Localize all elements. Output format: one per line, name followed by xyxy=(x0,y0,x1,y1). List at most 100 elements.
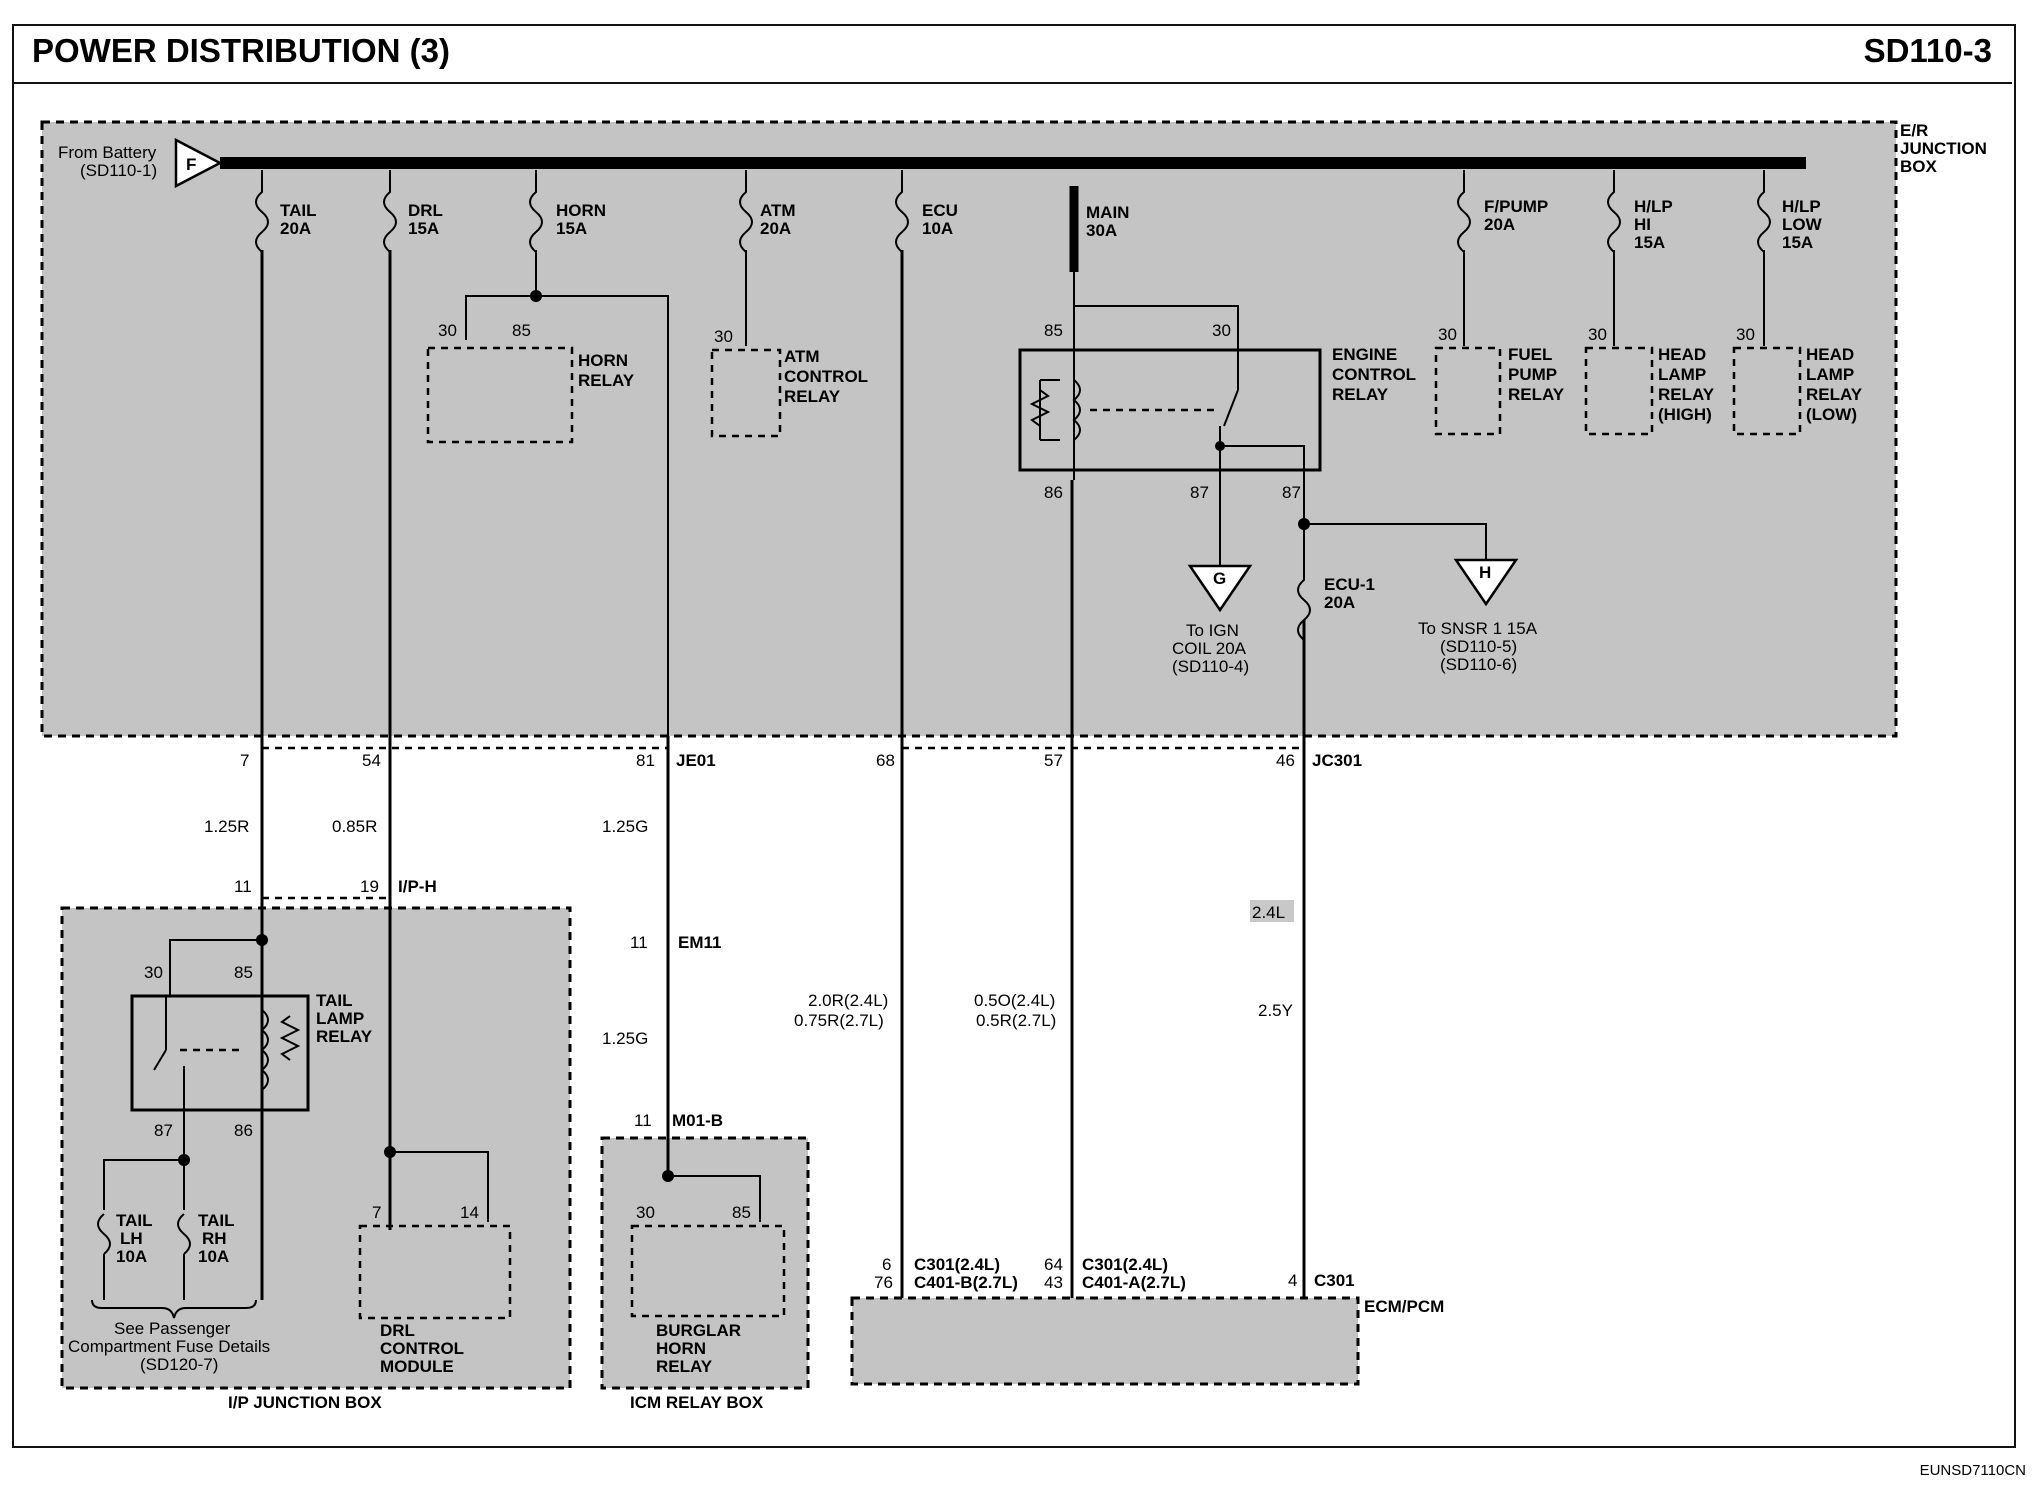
svg-text:CONTROL: CONTROL xyxy=(1332,365,1416,384)
wire-spec-ecu1: 2.5Y xyxy=(1258,1001,1293,1020)
fuse-hlp-low-icon xyxy=(1757,170,1771,253)
ecm-pin64: 64 xyxy=(1044,1255,1063,1274)
wire-spec-main-27: 0.5R(2.7L) xyxy=(976,1011,1056,1030)
svg-text:(SD110-5): (SD110-5) xyxy=(1440,637,1517,656)
fpump-relay-pin30: 30 xyxy=(1438,325,1457,344)
svg-text:BOX: BOX xyxy=(1900,157,1938,176)
svg-text:RH: RH xyxy=(202,1229,227,1248)
jc301-name: JC301 xyxy=(1312,751,1362,770)
svg-text:Compartment Fuse Details: Compartment Fuse Details xyxy=(68,1337,270,1356)
page-code: SD110-3 xyxy=(1863,32,1992,69)
svg-text:15A: 15A xyxy=(1634,233,1665,252)
svg-text:LAMP: LAMP xyxy=(316,1009,364,1028)
icm-relay-box-label: ICM RELAY BOX xyxy=(630,1393,764,1412)
ecm-pin6: 6 xyxy=(882,1255,891,1274)
ign-ref-triangle xyxy=(1187,564,1253,613)
svg-text:TAIL: TAIL xyxy=(280,201,317,220)
svg-text:10A: 10A xyxy=(198,1247,229,1266)
svg-text:15A: 15A xyxy=(1782,233,1813,252)
er-junction-box xyxy=(40,120,1898,738)
title-bar: POWER DISTRIBUTION (3) SD110-3 xyxy=(12,24,2012,84)
svg-text:(HIGH): (HIGH) xyxy=(1658,405,1712,424)
atm-relay-pin30: 30 xyxy=(714,327,733,346)
ip-junction-box xyxy=(60,906,572,1390)
ecm-pcm-box xyxy=(850,1296,1360,1386)
ecm-pin43: 43 xyxy=(1044,1273,1063,1292)
svg-text:20A: 20A xyxy=(1484,215,1515,234)
wire-spec-ecu-24: 2.0R(2.4L) xyxy=(808,991,888,1010)
fuse-label-ecu1: ECU-1 20A xyxy=(1324,575,1375,612)
svg-text:TAIL: TAIL xyxy=(198,1211,235,1230)
fuse-ecu-icon xyxy=(895,170,909,253)
horn-relay xyxy=(426,346,574,444)
svg-text:H/LP: H/LP xyxy=(1782,197,1821,216)
er-box-label: E/R JUNCTION BOX xyxy=(1900,121,1987,176)
engine-relay-pin86: 86 xyxy=(1044,483,1063,502)
head-lamp-relay-high xyxy=(1584,346,1654,436)
svg-text:ECU: ECU xyxy=(922,201,958,220)
burglar-relay-pin30: 30 xyxy=(636,1203,655,1222)
svg-text:HEAD: HEAD xyxy=(1658,345,1706,364)
fuse-hlp-hi-icon xyxy=(1607,170,1621,253)
svg-text:HEAD: HEAD xyxy=(1806,345,1854,364)
ign-ref-label: To IGN COIL 20A (SD110-4) xyxy=(1172,621,1249,676)
svg-text:LAMP: LAMP xyxy=(1806,365,1854,384)
svg-text:To IGN: To IGN xyxy=(1186,621,1239,640)
fuel-pump-relay-label: FUEL PUMP RELAY xyxy=(1508,345,1565,404)
je01-name: JE01 xyxy=(676,751,716,770)
snsr-ref-tag: H xyxy=(1479,563,1491,582)
ecm-pin76: 76 xyxy=(874,1273,893,1292)
diagram-frame xyxy=(12,24,2016,1448)
horn-splice xyxy=(530,290,542,302)
wire-spec-main-24: 0.5O(2.4L) xyxy=(974,991,1055,1010)
jc301-pin46: 46 xyxy=(1276,751,1295,770)
fuse-atm-icon xyxy=(739,170,753,253)
fuse-label-hlp-low: H/LP LOW 15A xyxy=(1782,197,1823,252)
ip-junction-box-label: I/P JUNCTION BOX xyxy=(228,1393,382,1412)
svg-text:HORN: HORN xyxy=(556,201,606,220)
tail-relay-pin30: 30 xyxy=(144,963,163,982)
svg-text:RELAY: RELAY xyxy=(316,1027,373,1046)
svg-text:BURGLAR: BURGLAR xyxy=(656,1321,741,1340)
fuse-horn-icon xyxy=(529,170,543,253)
fuel-pump-relay xyxy=(1434,346,1502,436)
ign-ref-tag: G xyxy=(1213,569,1226,588)
engine-relay-switch xyxy=(1215,340,1305,480)
ecm-pcm-label: ECM/PCM xyxy=(1364,1297,1444,1316)
battery-connector-icon xyxy=(174,137,223,189)
fuse-label-tail: TAIL 20A xyxy=(280,201,317,238)
m01b-pin: 11 xyxy=(634,1111,652,1130)
svg-text:RELAY: RELAY xyxy=(578,371,635,390)
svg-text:F/PUMP: F/PUMP xyxy=(1484,197,1548,216)
wire-spec-drl: 0.85R xyxy=(332,817,377,836)
svg-text:20A: 20A xyxy=(280,219,311,238)
svg-text:H/LP: H/LP xyxy=(1634,197,1673,216)
svg-text:ATM: ATM xyxy=(784,347,820,366)
fuse-label-fpump: F/PUMP 20A xyxy=(1484,197,1548,234)
wire-ecu1 xyxy=(1298,480,1487,1298)
svg-text:ATM: ATM xyxy=(760,201,796,220)
svg-text:ENGINE: ENGINE xyxy=(1332,345,1397,364)
svg-text:LH: LH xyxy=(120,1229,143,1248)
fuse-ecu1-icon xyxy=(1297,558,1311,641)
fuse-label-atm: ATM 20A xyxy=(760,201,796,238)
fuse-label-ecu: ECU 10A xyxy=(922,201,958,238)
from-battery-label: From Battery xyxy=(58,143,157,162)
svg-text:HI: HI xyxy=(1634,215,1651,234)
svg-text:20A: 20A xyxy=(760,219,791,238)
tail-fuse-branch xyxy=(91,1110,257,1319)
fuse-row xyxy=(255,170,1771,641)
hlp-hi-relay-pin30: 30 xyxy=(1588,325,1607,344)
svg-text:RELAY: RELAY xyxy=(1332,385,1389,404)
svg-text:JUNCTION: JUNCTION xyxy=(1900,139,1987,158)
svg-text:FUEL: FUEL xyxy=(1508,345,1552,364)
engine-relay-pin30: 30 xyxy=(1212,321,1231,340)
svg-text:(LOW): (LOW) xyxy=(1806,405,1857,424)
horn-relay-pin85: 85 xyxy=(512,321,531,340)
battery-tag: F xyxy=(186,155,196,174)
head-lamp-relay-high-label: HEAD LAMP RELAY (HIGH) xyxy=(1658,345,1715,424)
page-title: POWER DISTRIBUTION (3) xyxy=(32,32,450,69)
svg-text:15A: 15A xyxy=(408,219,439,238)
tail-relay-pin86: 86 xyxy=(234,1121,253,1140)
